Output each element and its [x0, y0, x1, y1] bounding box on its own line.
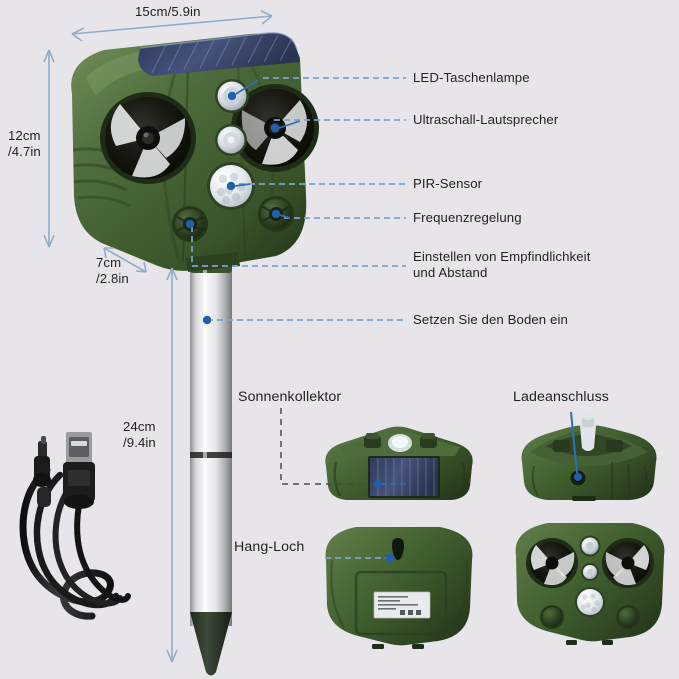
- callout-ultraschall-lautsprecher: Ultraschall-Lautsprecher: [413, 112, 559, 127]
- view-back-panel-illustration: [325, 527, 473, 649]
- dot-sensitivity: [185, 219, 195, 229]
- main-device-illustration: [71, 32, 319, 272]
- callout-einstellen-empfindlichkeit: Einstellen von Empfindlichkeit und Absta…: [413, 249, 591, 280]
- dot-frequency: [271, 209, 281, 219]
- callout-frequenzregelung: Frequenzregelung: [413, 210, 522, 225]
- ground-stake-illustration: [190, 263, 232, 676]
- callout-setzen-sie-den-boden-ein: Setzen Sie den Boden ein: [413, 312, 568, 327]
- dim-depth-line: [103, 247, 147, 273]
- usb-cable-illustration: [19, 432, 131, 620]
- view-label-ladeanschluss: Ladeanschluss: [513, 389, 609, 405]
- dot-ground: [202, 315, 212, 325]
- dimension-label-stake: 24cm /9.4in: [123, 419, 156, 450]
- view-solar-panel-illustration: [325, 426, 473, 500]
- dimension-lines: [43, 10, 273, 663]
- callout-anchor-dots: [185, 91, 281, 325]
- dot-speaker: [270, 123, 280, 133]
- callout-leader-lines: [191, 77, 406, 321]
- callout-pir-sensor: PIR-Sensor: [413, 176, 483, 191]
- dimension-label-width: 15cm/5.9in: [135, 4, 201, 19]
- dim-width-line: [71, 15, 273, 35]
- leader-charging-port: [570, 411, 578, 474]
- leader-solar-panel: [280, 408, 378, 485]
- dot-pir: [226, 181, 236, 191]
- dot-led: [227, 91, 237, 101]
- dimension-label-height: 12cm /4.7in: [8, 128, 41, 159]
- leader-sensitivity: [191, 226, 406, 267]
- view-front-illustration: [515, 523, 665, 645]
- dimension-label-depth: 7cm /2.8in: [96, 255, 129, 286]
- callout-led-taschenlampe: LED-Taschenlampe: [413, 70, 530, 85]
- view-label-hang-loch: Hang-Loch: [234, 539, 305, 555]
- view-charging-port-illustration: [521, 412, 657, 501]
- view-label-sonnenkollektor: Sonnenkollektor: [238, 389, 342, 405]
- view-leader-lines: [280, 408, 582, 563]
- callout-stubs: [234, 79, 301, 219]
